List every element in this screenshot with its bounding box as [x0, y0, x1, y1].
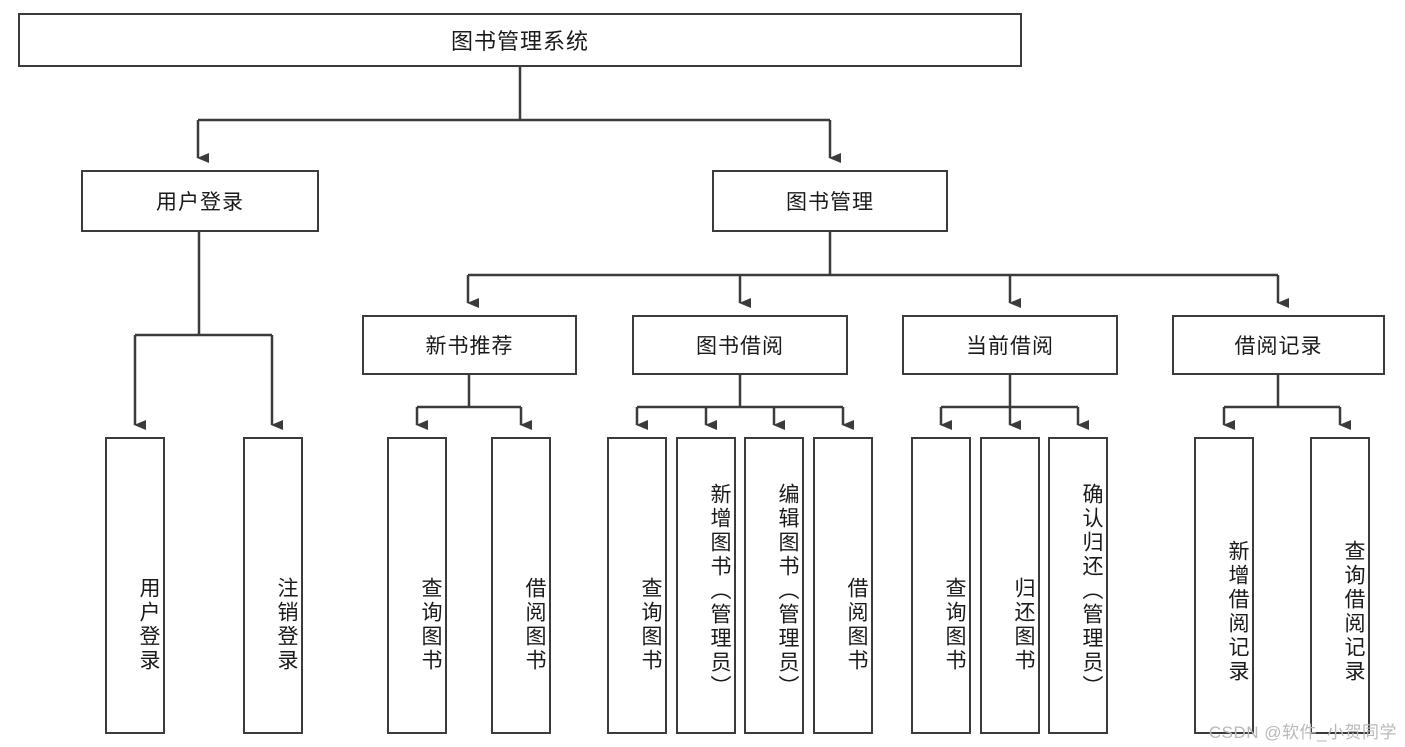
node-root-system[interactable]: 图书管理系统 — [18, 13, 1022, 67]
leaf-current-borrow-return-book[interactable]: 归还图书 — [980, 437, 1040, 734]
leaf-user-login-logout[interactable]: 注销登录 — [243, 437, 303, 734]
node-book-management[interactable]: 图书管理 — [712, 170, 948, 232]
leaf-new-book-query-book[interactable]: 查询图书 — [387, 437, 447, 734]
node-new-book-recommend[interactable]: 新书推荐 — [362, 315, 577, 375]
leaf-new-book-borrow-book[interactable]: 借阅图书 — [491, 437, 551, 734]
leaf-current-borrow-confirm-return-admin[interactable]: 确认归还（管理员） — [1048, 437, 1108, 734]
node-current-borrow[interactable]: 当前借阅 — [902, 315, 1118, 375]
leaf-borrow-record-query-record[interactable]: 查询借阅记录 — [1310, 437, 1370, 734]
node-book-borrow[interactable]: 图书借阅 — [632, 315, 848, 375]
watermark-text: CSDN @软件_小贺同学 — [1208, 723, 1397, 742]
leaf-book-borrow-query-book[interactable]: 查询图书 — [607, 437, 667, 734]
leaf-book-borrow-add-book-admin[interactable]: 新增图书（管理员） — [676, 437, 736, 734]
leaf-borrow-record-add-record[interactable]: 新增借阅记录 — [1194, 437, 1254, 734]
leaf-user-login-login[interactable]: 用户登录 — [105, 437, 165, 734]
leaf-current-borrow-query-book[interactable]: 查询图书 — [911, 437, 971, 734]
node-borrow-record[interactable]: 借阅记录 — [1172, 315, 1385, 375]
leaf-book-borrow-borrow-book[interactable]: 借阅图书 — [813, 437, 873, 734]
leaf-book-borrow-edit-book-admin[interactable]: 编辑图书（管理员） — [744, 437, 804, 734]
node-user-login[interactable]: 用户登录 — [81, 170, 319, 232]
